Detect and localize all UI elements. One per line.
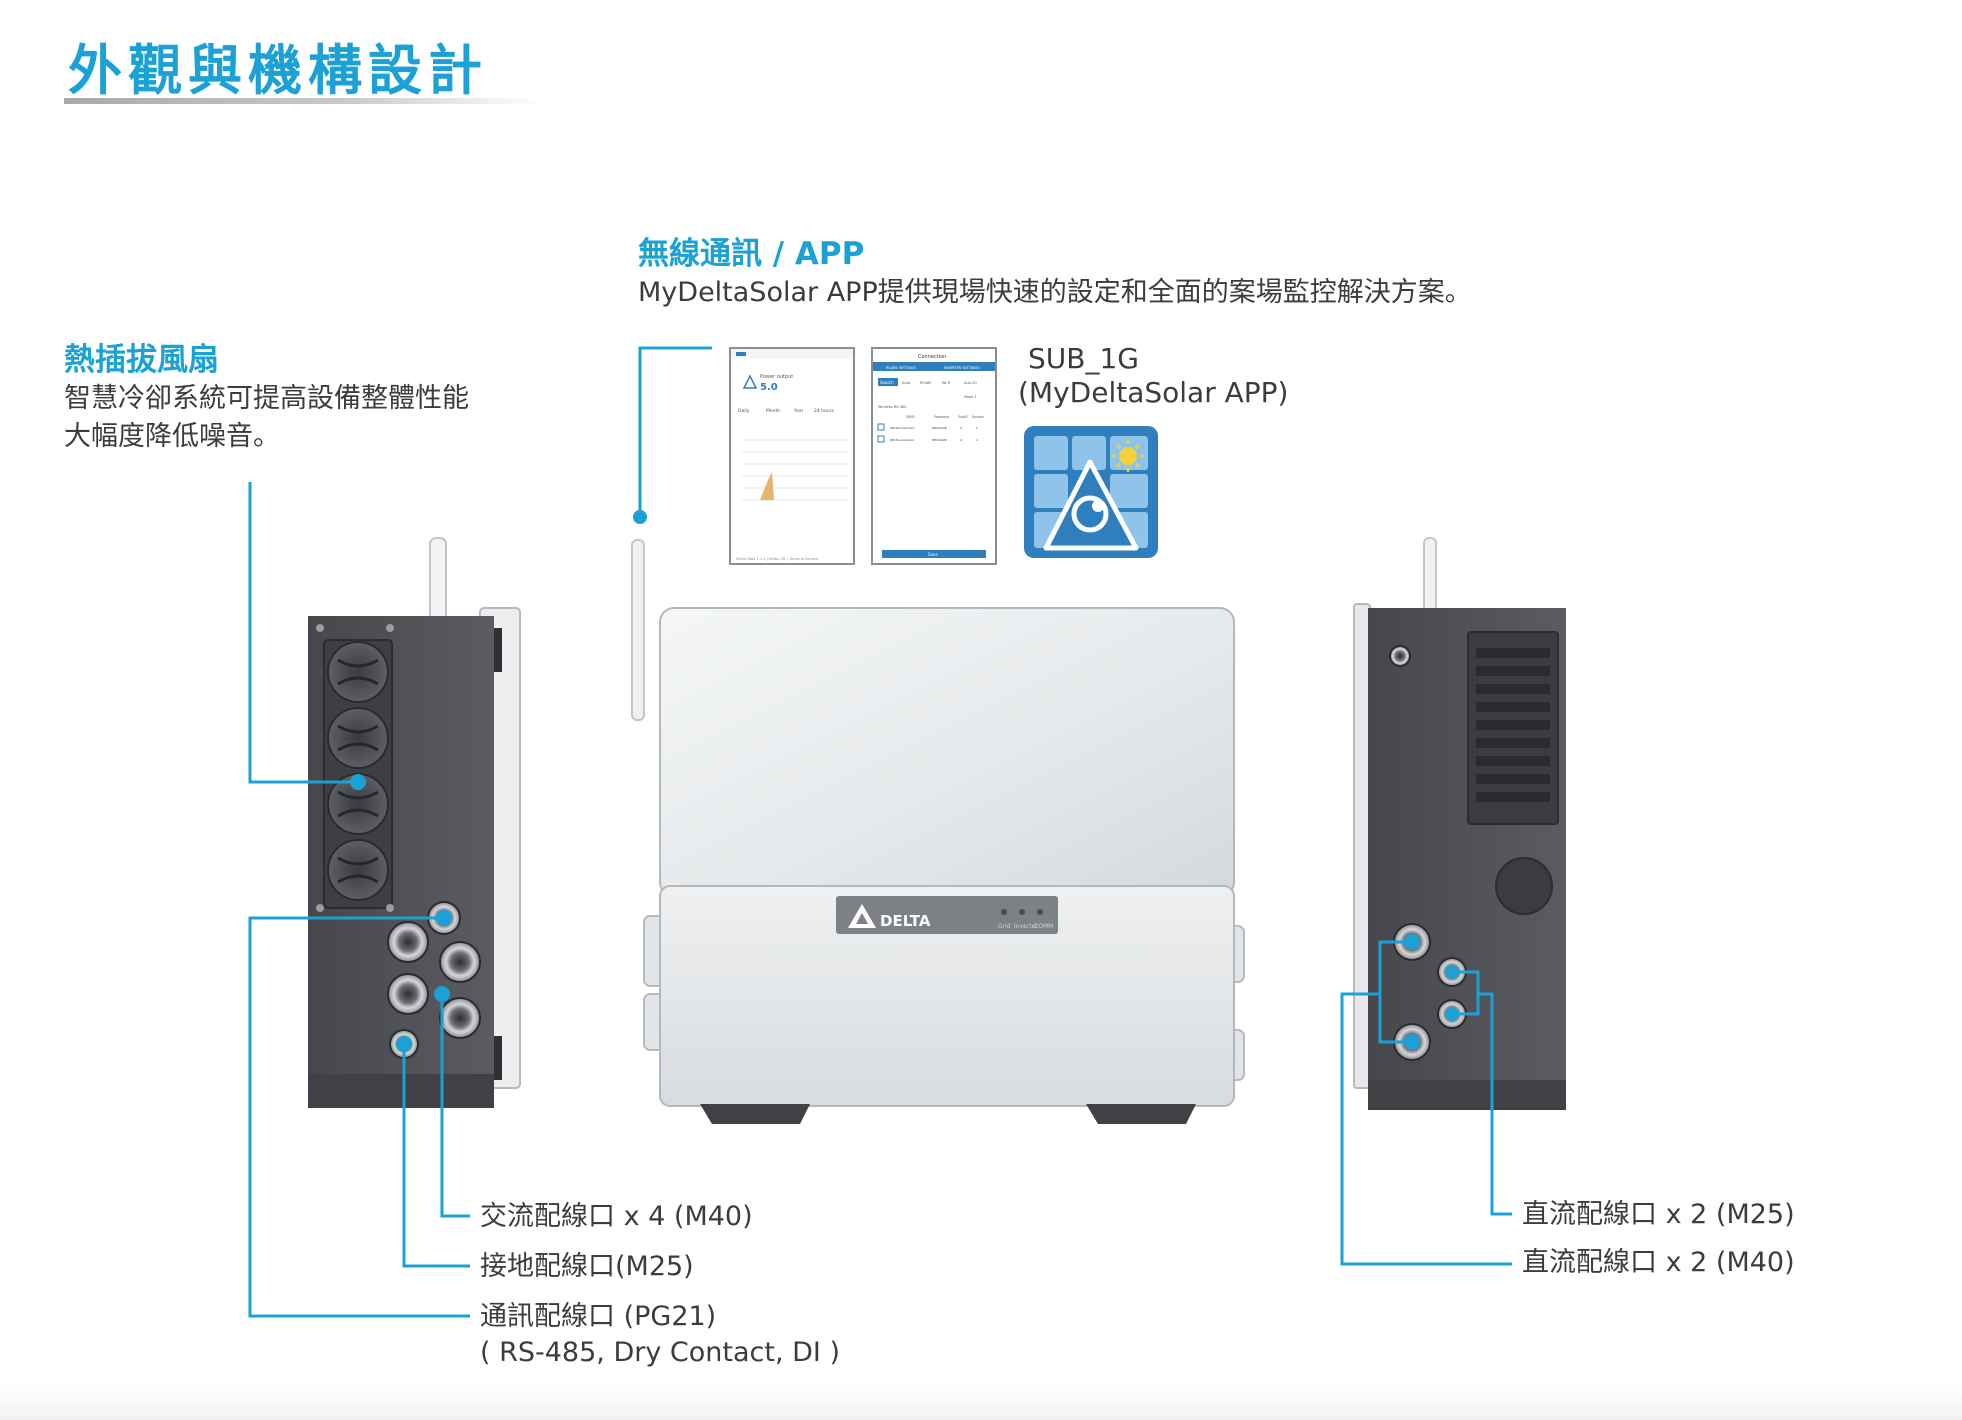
mydeltasolar-app-icon (1024, 426, 1158, 558)
connection-col-subid: SubID (958, 415, 968, 419)
led-label-inverter: Inverter (1014, 923, 1038, 930)
fan-description-line-2: 大幅度降低噪音。 (64, 421, 280, 452)
monitor-tab-24h: 24 hours (814, 408, 834, 414)
left-foot (308, 1074, 494, 1108)
connection-save-button: Save (928, 552, 938, 557)
front-view: DELTA Grid Inverter COMM (631, 539, 1245, 1124)
connection-search-button: Search (880, 380, 894, 385)
svg-text:1: 1 (976, 426, 978, 430)
right-side-view (1353, 537, 1566, 1110)
fan-description-line-1: 智慧冷卻系統可提高設備整體性能 (64, 383, 469, 414)
connection-table-row: DELTA-xxxxxxxx DELTA426 4 1 (877, 423, 978, 431)
app-badge-title: SUB_1G (1028, 342, 1139, 375)
app-badge-subtitle: (MyDeltaSolar APP) (1018, 376, 1289, 409)
led-label-comm: COMM (1034, 923, 1053, 930)
title-underline (64, 98, 544, 104)
connection-table-row: DELTA-xxxxxxxx DELTA426 4 1 (877, 435, 978, 443)
connection-option-sub1g: Sub-1G (964, 381, 977, 385)
callout-lines (248, 346, 1512, 1318)
front-cover (659, 607, 1235, 897)
svg-text:DELTA426: DELTA426 (932, 426, 947, 430)
connection-title: Connection (918, 354, 946, 360)
fan-description: 智慧冷卻系統可提高設備整體性能 大幅度降低噪音。 (64, 380, 469, 456)
callout-dots (350, 510, 1459, 1052)
svg-text:DELTA-xxxxxxxx: DELTA-xxxxxxxx (890, 438, 915, 442)
connection-option-rs485: RS485 (920, 381, 931, 385)
svg-text:4: 4 (960, 438, 962, 442)
callout-ground-port: 接地配線口(M25) (480, 1251, 694, 1282)
wireless-description: MyDeltaSolar APP提供現場快速的設定和全面的案場監控解決方案。 (638, 277, 1472, 308)
antenna-front (631, 539, 645, 721)
connection-col-password: Password (934, 415, 949, 419)
fan-heading: 熱插拔風扇 (64, 342, 219, 378)
connection-section-label: Wireless RS-485 (878, 405, 906, 409)
monitor-tab-month: Month (766, 408, 780, 414)
wireless-heading: 無線通訊 / APP (638, 236, 865, 272)
connection-col-sn: SN/ID (906, 415, 915, 419)
brand-logo-text: DELTA (880, 912, 931, 930)
monitor-power-label: Power output (760, 374, 793, 380)
callout-dc-m25: 直流配線口 x 2 (M25) (1522, 1199, 1795, 1230)
callout-comm-port-detail: ( RS-485, Dry Contact, DI ) (480, 1337, 840, 1368)
front-lower (659, 885, 1235, 1107)
connection-option-auto: Auto (902, 381, 910, 385)
monitor-tab-daily: Daily (738, 408, 750, 414)
callout-dc-m40: 直流配線口 x 2 (M40) (1522, 1247, 1795, 1278)
svg-text:4: 4 (960, 426, 962, 430)
callout-comm-port: 通訊配線口 (PG21) (480, 1301, 717, 1332)
connection-tab-rs485: RS485 SETTINGS (886, 366, 916, 370)
svg-text:DELTA-xxxxxxxx: DELTA-xxxxxxxx (890, 426, 915, 430)
logo-panel (836, 896, 1058, 934)
phone-screen-connection: Connection RS485 SETTINGS INVERTER SETTI… (871, 347, 997, 565)
connection-mode: Mode 1 (964, 395, 977, 399)
delta-logo-icon (848, 904, 876, 928)
monitor-tab-year: Year (793, 408, 804, 414)
connection-col-section: Section (972, 415, 984, 419)
connection-option-wifi: Wi-Fi (942, 381, 950, 385)
connection-tab-inverter: INVERTER SETTINGS (944, 366, 980, 370)
led-label-grid: Grid (998, 923, 1011, 930)
page-title: 外觀與機構設計 (68, 39, 488, 102)
monitor-power-value: 5.0 (760, 382, 778, 393)
callout-ac-ports: 交流配線口 x 4 (M40) (480, 1201, 753, 1232)
left-side-view (308, 537, 521, 1108)
phone-screen-monitor: Power output 5.0 Daily Month Year 24 hou… (729, 347, 855, 565)
monitor-footer: Share Note 1.1.1 | Delta CSL | Terms of … (736, 557, 818, 561)
fan-icon (327, 641, 389, 901)
svg-text:DELTA426: DELTA426 (932, 438, 947, 442)
bottom-band (0, 1386, 1962, 1420)
svg-text:1: 1 (976, 438, 978, 442)
